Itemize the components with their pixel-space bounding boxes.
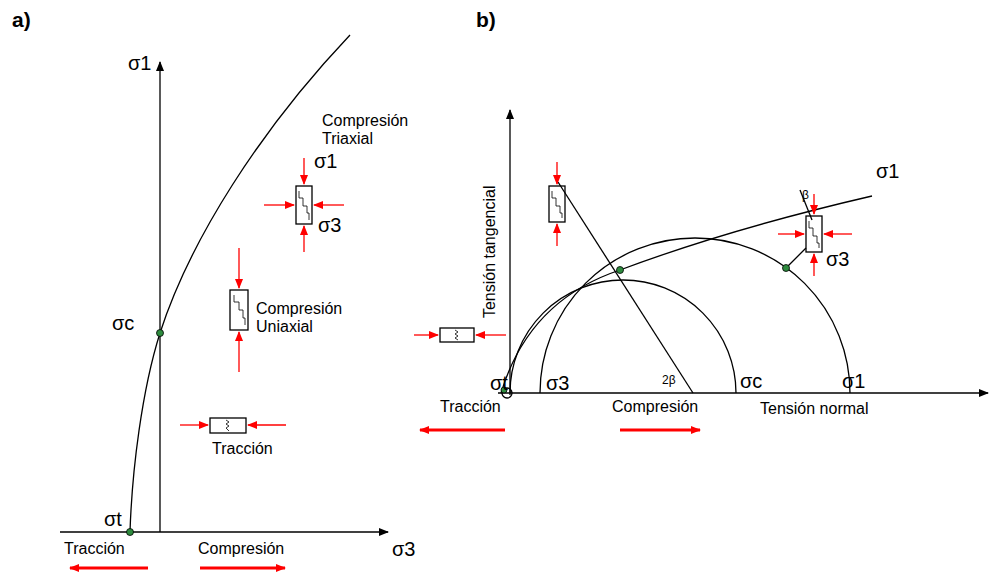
- axis-label: Tensión normal: [760, 400, 869, 418]
- axis-side-label: Tracción: [64, 540, 125, 558]
- strength-symbol: σt: [104, 508, 122, 530]
- axis-side-label: Compresión: [612, 398, 698, 416]
- load-type: Compresión Uniaxial: [256, 300, 346, 335]
- stress-symbol: σ1: [842, 370, 865, 392]
- angle-label: β: [802, 189, 809, 202]
- panel-letter: a): [12, 8, 31, 31]
- strength-symbol: σc: [112, 312, 134, 334]
- axis-side-label: Tracción: [440, 398, 501, 416]
- stress-symbol: σ1: [314, 150, 337, 172]
- panel-letter: b): [476, 8, 496, 31]
- stress-symbol: σ3: [826, 248, 849, 270]
- stress-symbol: σ3: [546, 372, 569, 394]
- angle-label: 2β: [662, 374, 676, 387]
- load-type: Tracción: [212, 440, 273, 458]
- load-type: Compresión Triaxial: [322, 112, 412, 147]
- axis-label: σ1: [128, 52, 151, 74]
- stress-symbol: σ1: [876, 160, 899, 182]
- stress-symbol: σ3: [318, 214, 341, 236]
- axis-label: σ3: [392, 538, 415, 560]
- axis-side-label: Compresión: [198, 540, 284, 558]
- strength-symbol: σt: [490, 372, 508, 394]
- strength-symbol: σc: [740, 370, 762, 392]
- axis-label: Tensión tangencial: [481, 186, 499, 319]
